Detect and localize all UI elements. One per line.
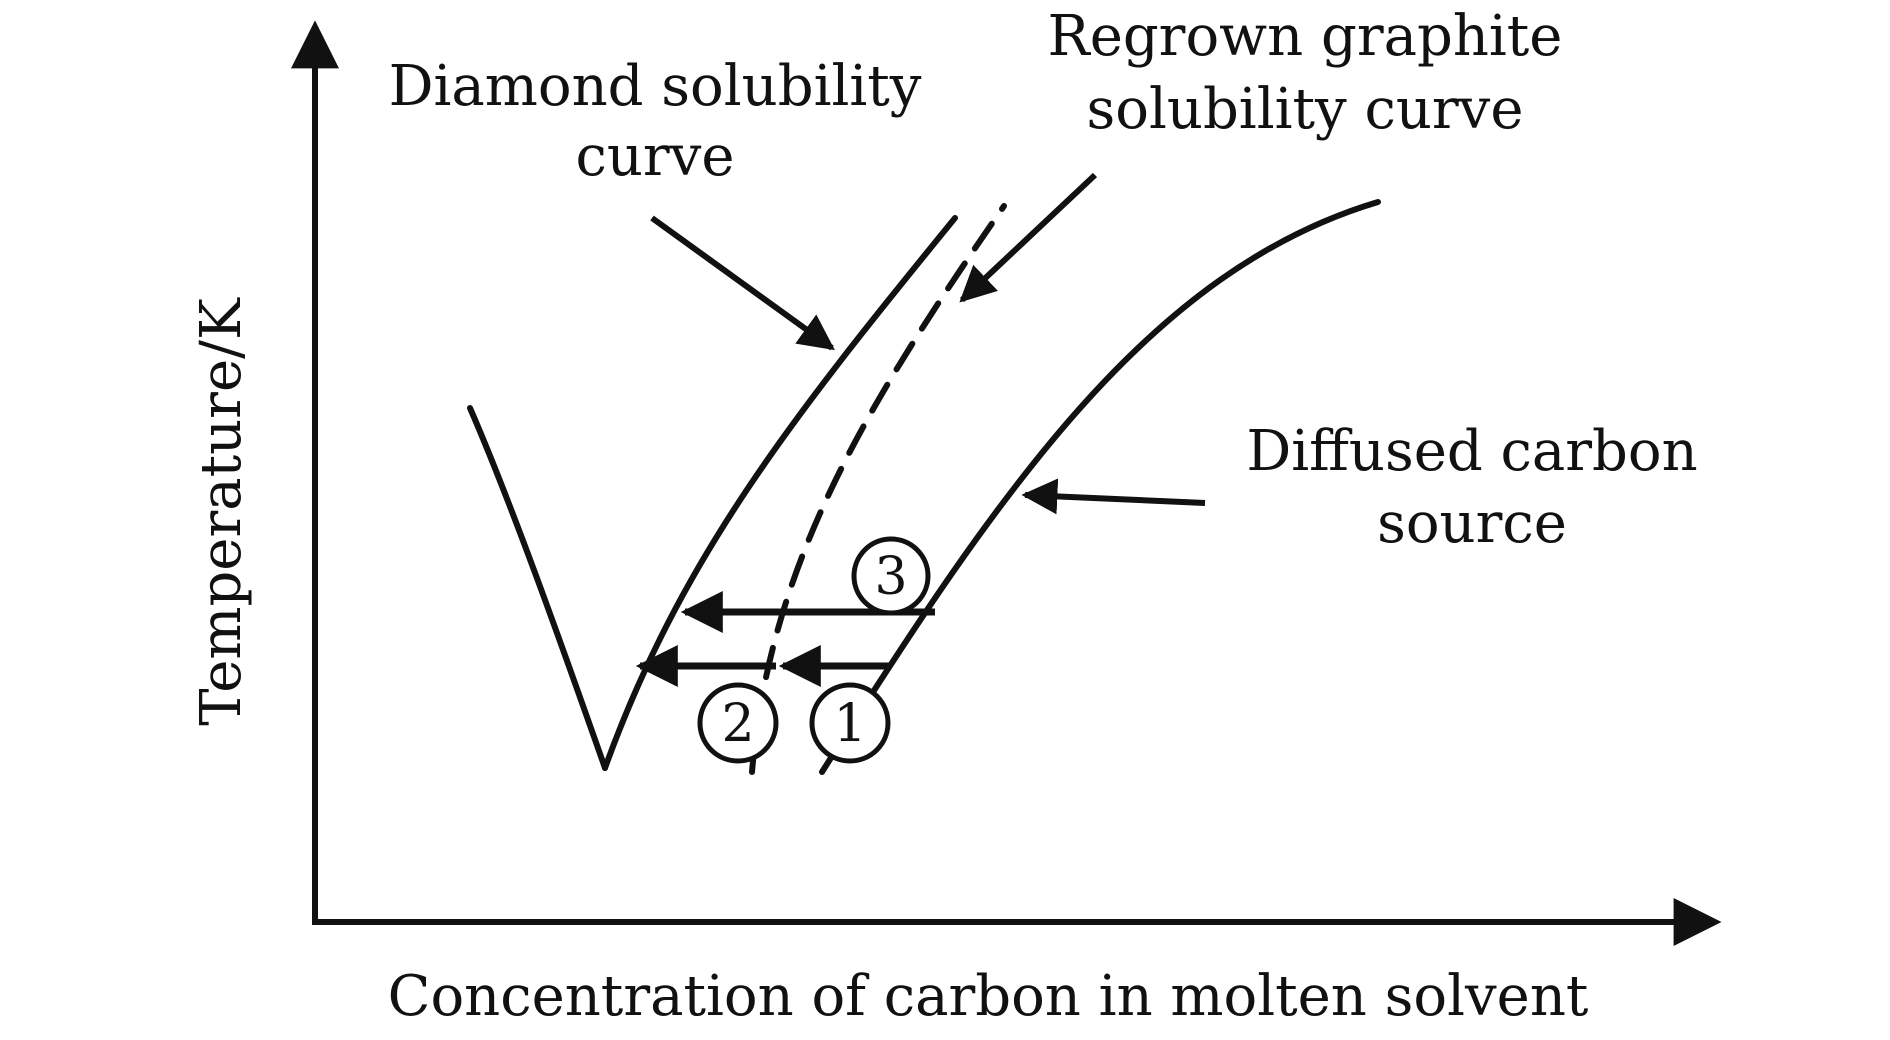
left-branch-curve <box>467 405 608 771</box>
marker-2: 2 <box>697 682 779 764</box>
graphite-curve-label-line2: solubility curve <box>1087 77 1524 142</box>
diamond-curve-label-line1: Diamond solubility <box>389 54 922 119</box>
diffused-carbon-source-curve <box>819 199 1381 775</box>
graphite-curve-label-line1: Regrown graphite <box>1048 4 1563 69</box>
marker-3-text: 3 <box>874 547 907 607</box>
diamond-solubility-curve <box>602 215 958 771</box>
y-axis-label: Temperature/K <box>189 297 254 726</box>
marker-1: 1 <box>809 682 891 764</box>
marker-2-text: 2 <box>721 694 754 754</box>
marker-3: 3 <box>851 536 931 616</box>
graphite-pointer-arrow <box>959 172 1098 303</box>
diamond-pointer-arrow <box>650 215 835 351</box>
diffused-curve-label-line2: source <box>1377 491 1567 556</box>
diamond-curve-label-line2: curve <box>576 124 735 189</box>
regrown-graphite-solubility-curve <box>749 203 1007 775</box>
marker-1-text: 1 <box>833 694 866 754</box>
diffused-pointer-arrow <box>1021 478 1206 515</box>
x-axis-label: Concentration of carbon in molten solven… <box>388 964 1589 1029</box>
diffused-curve-label-line1: Diffused carbon <box>1246 419 1697 484</box>
